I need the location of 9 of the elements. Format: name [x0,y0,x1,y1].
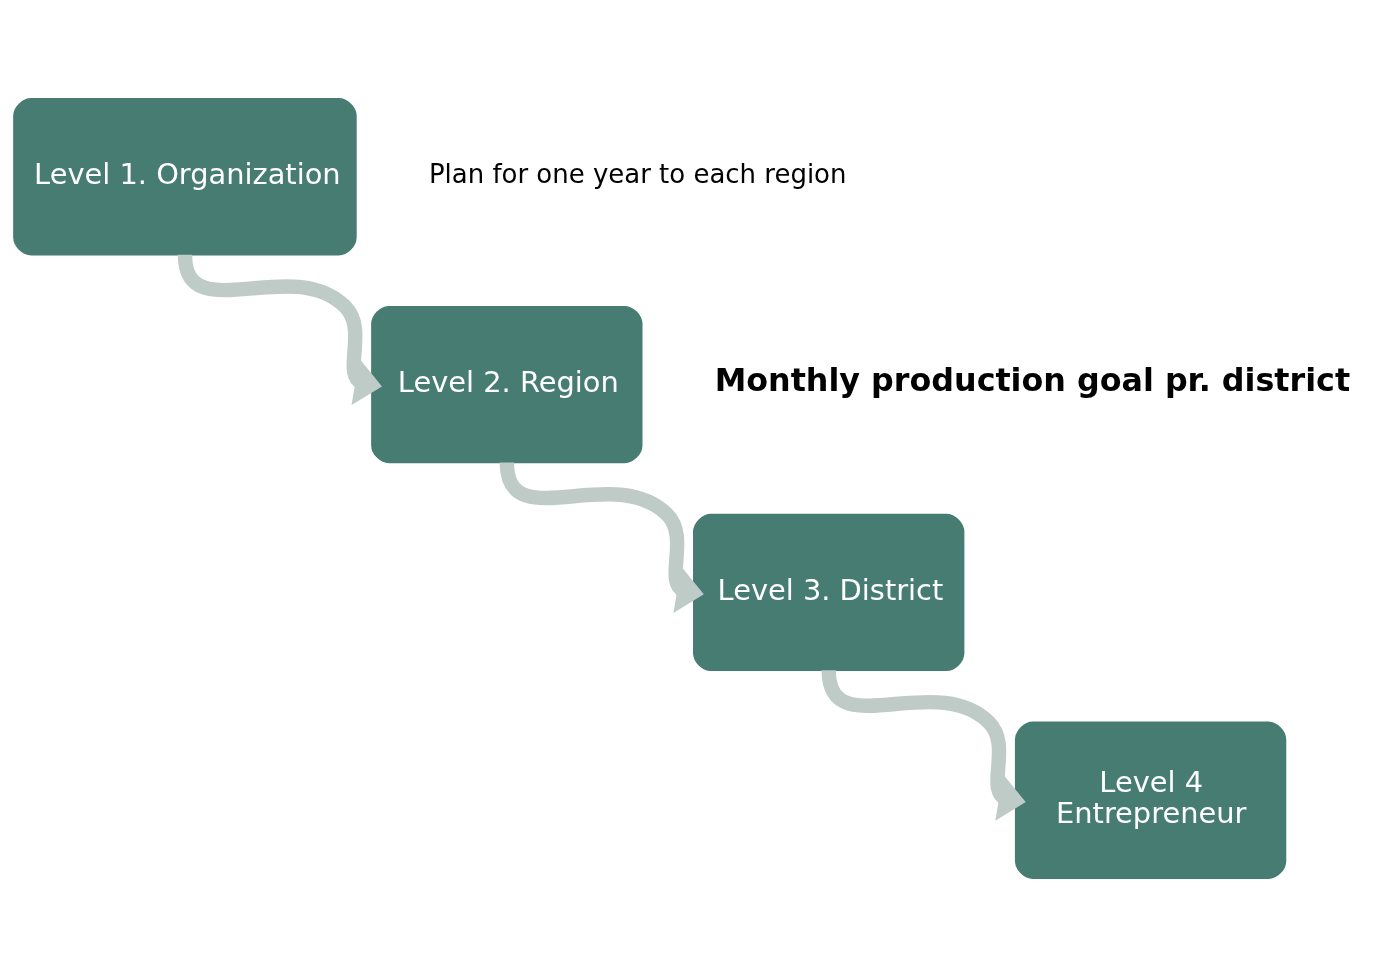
node-box: Level 2. Region [371,305,643,464]
node-box: Level 4 Entrepreneur [1014,721,1287,879]
arrow [821,669,1026,821]
arrow [499,461,704,613]
node-box: Level 3. District [693,513,965,672]
node-label: Plan for one year to each region [428,159,847,190]
node-box: Level 1. Organization [13,98,357,256]
arrow [177,253,382,406]
node-label: Monthly production goal pr. district [714,362,1351,399]
